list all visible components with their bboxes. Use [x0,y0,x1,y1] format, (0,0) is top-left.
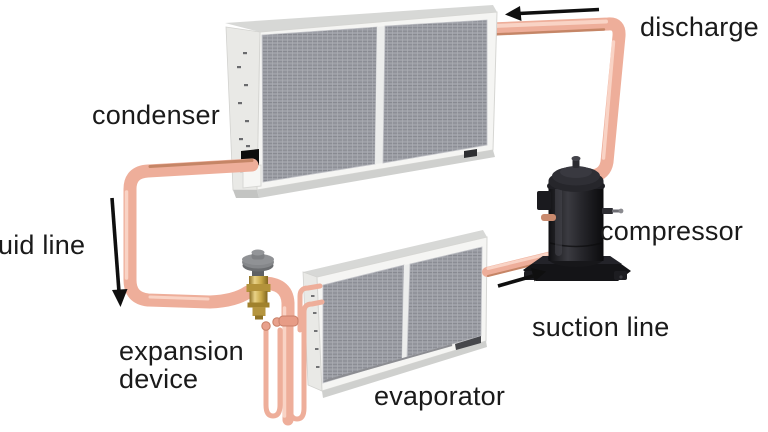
evaporator-side-screws [311,295,320,368]
liquid-line-pipe [123,158,259,309]
compressor-unit [523,156,631,281]
expansion-valve [242,249,274,320]
compressor-side-stub [541,214,556,221]
discharge-flow-arrow [505,6,600,21]
expansion-device-label: expansion device [119,337,244,394]
suction-line-label: suction line [532,312,670,342]
condenser-label: condenser [92,100,220,130]
liquid-line-label: uid line [0,230,86,260]
expansion-device-label-line1: expansion [119,336,244,366]
discharge-line-pipe [483,17,626,183]
condenser-unit [225,5,498,198]
expansion-device-label-line2: device [119,364,199,395]
discharge-label: discharge [640,12,759,42]
compressor-terminal-box [537,191,551,210]
compressor-service-valve [602,208,613,214]
evaporator-unit [302,230,488,398]
suction-flow-arrow [497,268,546,288]
compressor-label: compressor [600,216,744,246]
evaporator-label: evaporator [374,381,506,411]
condenser-detail-port [464,149,477,158]
liquid-flow-arrow [110,197,128,307]
